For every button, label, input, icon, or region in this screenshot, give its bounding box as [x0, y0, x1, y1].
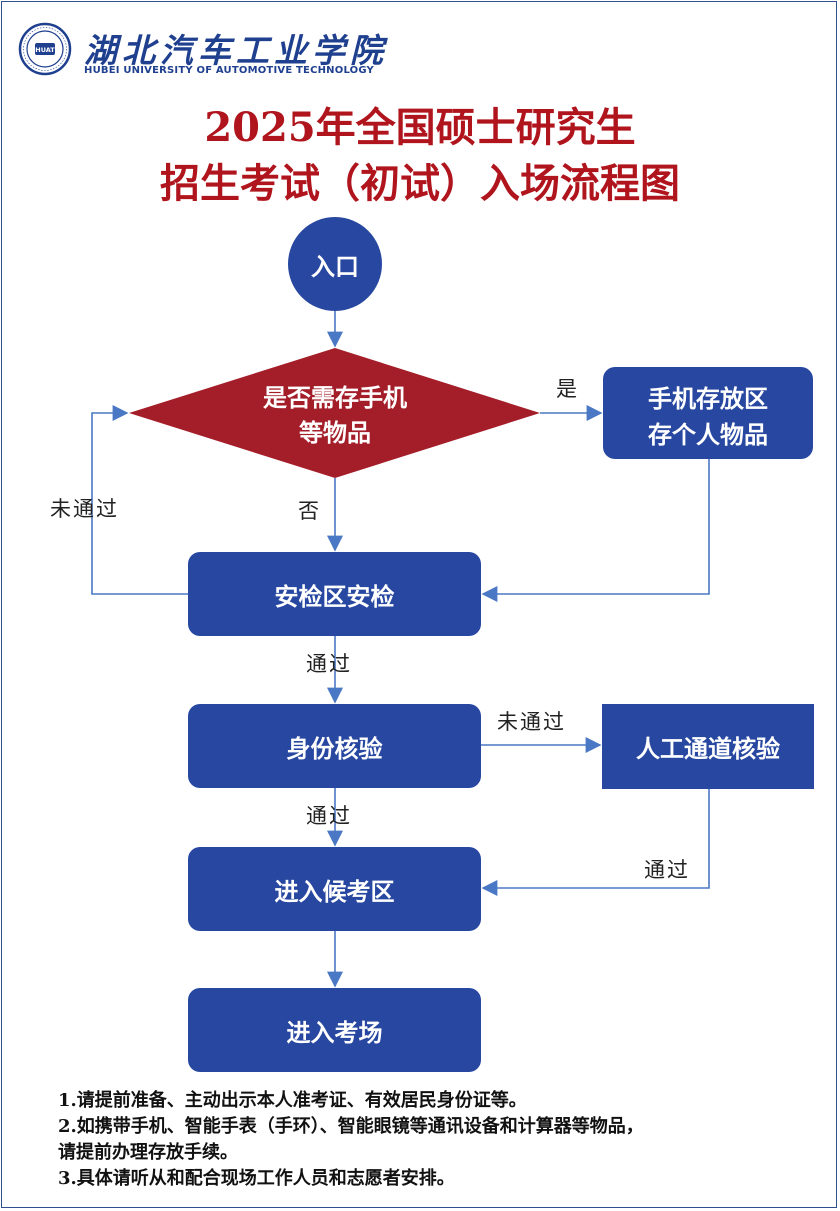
note-line: 3.具体请听从和配合现场工作人员和志愿者安排。	[58, 1168, 455, 1189]
entrance-label: 入口	[311, 252, 359, 281]
school-name-en: HUBEI UNIVERSITY OF AUTOMOTIVE TECHNOLOG…	[84, 65, 375, 76]
edge-label-yes: 是	[556, 377, 579, 401]
notes-block: 1.请提前准备、主动出示本人准考证、有效居民身份证等。 2.如携带手机、智能手表…	[58, 1088, 828, 1192]
note-line: 1.请提前准备、主动出示本人准考证、有效居民身份证等。	[58, 1090, 527, 1111]
security-check-node	[188, 552, 481, 636]
phone-storage-node	[603, 367, 813, 459]
edge-label-failed-id: 未通过	[497, 710, 566, 734]
title-line-1: 2025年全国硕士研究生	[204, 104, 636, 151]
phone-storage-label-line1: 手机存放区	[648, 384, 768, 413]
phone-storage-label-line2: 存个人物品	[648, 420, 768, 449]
entrance-node	[288, 217, 382, 311]
arrow-manual-waiting	[481, 789, 710, 896]
edge-label-passed-security: 通过	[306, 652, 352, 676]
edge-label-passed-id: 通过	[306, 804, 352, 828]
arrow-security-fail-loop	[91, 405, 188, 595]
id-check-node	[188, 704, 481, 788]
waiting-area-label: 进入候考区	[274, 877, 395, 906]
title-line-2: 招生考试（初试）入场流程图	[160, 160, 680, 207]
manual-check-node	[602, 704, 814, 789]
school-name-cn: 湖北汽车工业学院	[84, 31, 388, 70]
waiting-area-node	[188, 847, 481, 931]
edge-label-no: 否	[298, 499, 321, 523]
exam-room-node	[188, 988, 481, 1072]
exam-room-label: 进入考场	[286, 1018, 383, 1047]
university-seal-logo: HUAT	[18, 22, 72, 76]
security-check-label: 安检区安检	[274, 582, 395, 611]
id-check-label: 身份核验	[286, 734, 383, 763]
decision-label-line2: 等物品	[299, 418, 371, 447]
edge-label-passed-manual: 通过	[644, 858, 690, 882]
decision-node	[129, 348, 540, 478]
decision-label-line1: 是否需存手机	[263, 383, 407, 412]
note-line: 请提前办理存放手续。	[58, 1142, 238, 1163]
arrow-storage-security	[481, 459, 710, 602]
edge-label-failed-security: 未通过	[50, 497, 119, 521]
svg-text:HUAT: HUAT	[35, 46, 55, 54]
manual-check-label: 人工通道核验	[636, 735, 780, 763]
note-line: 2.如携带手机、智能手表（手环）、智能眼镜等通讯设备和计算器等物品，	[58, 1116, 644, 1137]
